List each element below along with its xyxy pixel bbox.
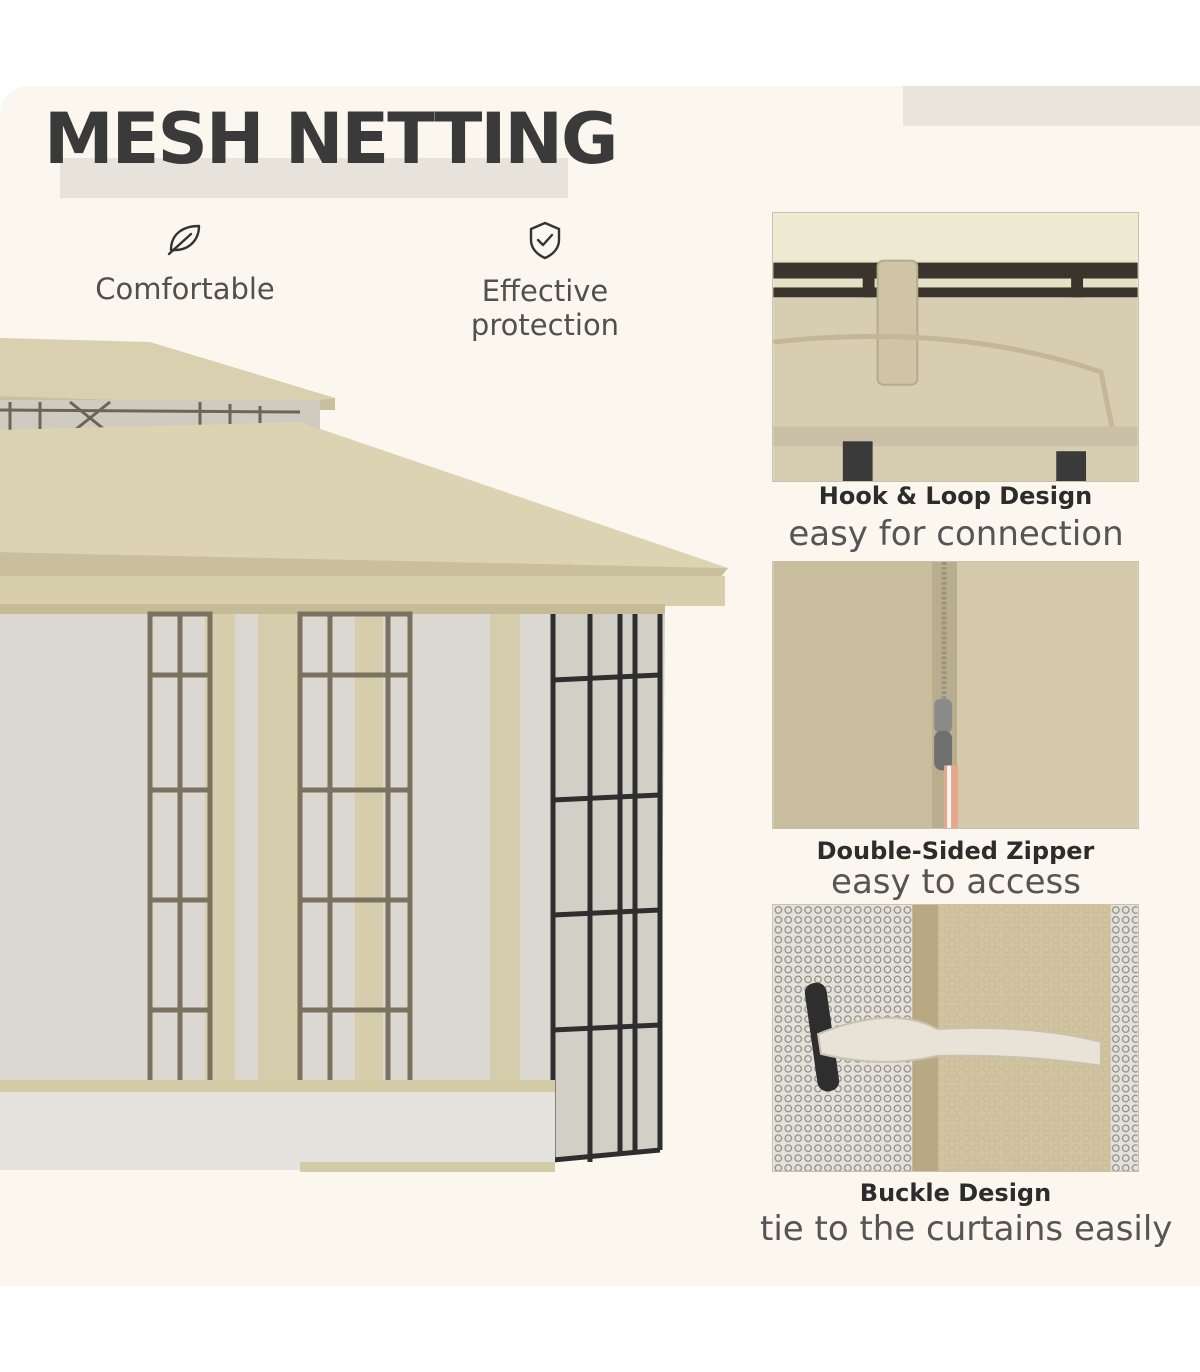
shield-check-icon — [529, 221, 561, 260]
feature-label: Comfortable — [95, 272, 275, 306]
detail-title: Buckle Design — [859, 1179, 1052, 1207]
feature-comfortable: Comfortable — [90, 218, 280, 306]
hook-loop-photo — [772, 212, 1139, 482]
buckle-photo — [772, 904, 1139, 1172]
feature-protection: Effective protection — [410, 220, 680, 342]
gazebo-image — [0, 338, 728, 1172]
zipper-photo — [772, 561, 1139, 829]
detail-title: Double-Sided Zipper — [816, 837, 1095, 865]
detail-subtitle: tie to the curtains easily — [760, 1209, 1173, 1249]
leaf-icon — [167, 224, 201, 256]
detail-subtitle: easy to access — [831, 862, 1081, 902]
title-underbar — [60, 158, 568, 198]
detail-title: Hook & Loop Design — [818, 482, 1093, 510]
page-title: MESH NETTING — [44, 98, 618, 180]
detail-subtitle: easy for connection — [788, 514, 1124, 554]
top-accent-strip — [903, 86, 1200, 126]
feature-label: Effective protection — [470, 274, 620, 342]
